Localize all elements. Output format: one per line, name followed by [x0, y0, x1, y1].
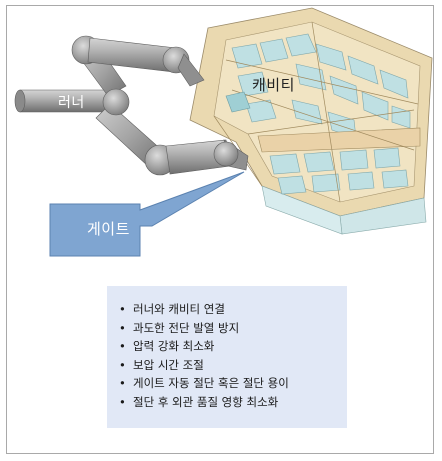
mold-cavity-block — [189, 7, 433, 235]
gate-features-list: 러너와 캐비티 연결 과도한 전단 발열 방지 압력 강화 최소화 보압 시간 … — [115, 300, 339, 411]
feature-item: 압력 강화 최소화 — [115, 337, 339, 356]
feature-item: 절단 후 외관 품질 영향 최소화 — [115, 393, 339, 412]
feature-item: 과도한 전단 발열 방지 — [115, 319, 339, 338]
cavity-label: 캐비티 — [252, 76, 295, 94]
runner-system — [14, 35, 249, 176]
gate-features-box: 러너와 캐비티 연결 과도한 전단 발열 방지 압력 강화 최소화 보압 시간 … — [107, 286, 347, 428]
feature-item: 보압 시간 조절 — [115, 356, 339, 375]
runner-label: 러너 — [58, 95, 85, 111]
gate-label: 게이트 — [87, 220, 130, 238]
feature-item: 게이트 자동 절단 혹은 절단 용이 — [115, 374, 339, 393]
gate-callout — [49, 171, 245, 257]
feature-item: 러너와 캐비티 연결 — [115, 300, 339, 319]
